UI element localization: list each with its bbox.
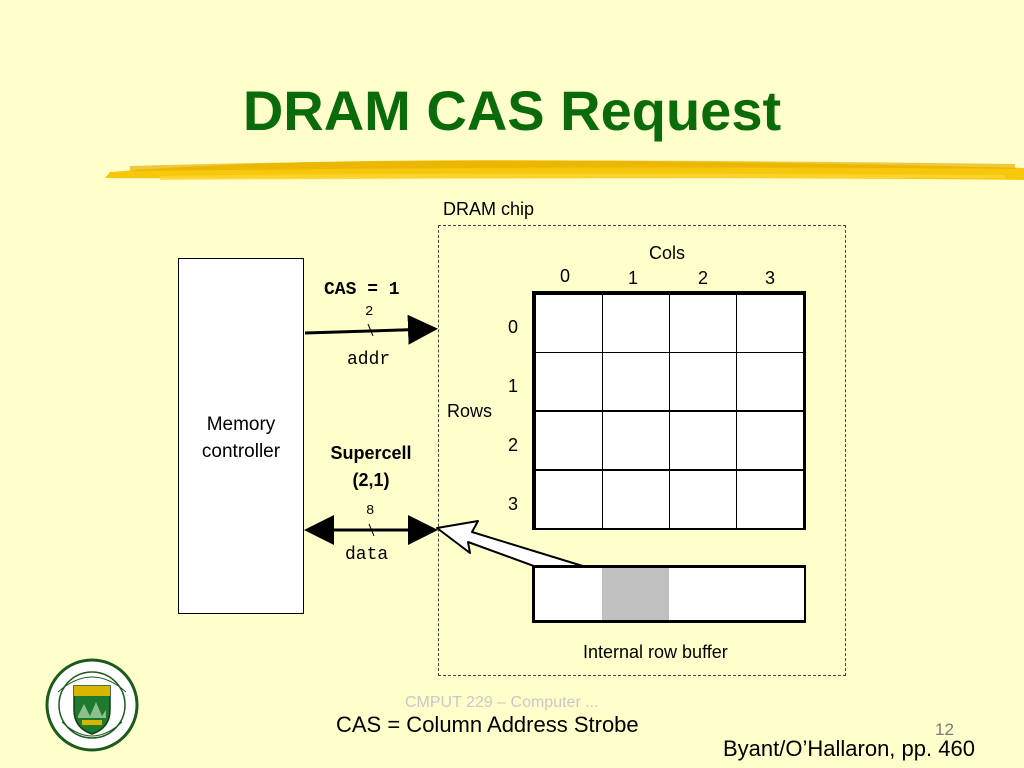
dram-chip-boundary (438, 225, 846, 676)
col-index-0: 0 (560, 266, 571, 286)
row-index-1: 1 (508, 376, 519, 396)
memory-controller-line-2: controller (201, 441, 281, 462)
slide-title: DRAM CAS Request (242, 79, 782, 142)
col-index-3: 3 (765, 268, 776, 288)
supercell-3-1 (602, 470, 670, 529)
addr-bus-slash (367, 323, 374, 337)
row-buffer-cell-0 (535, 568, 603, 620)
data-bus-width: 8 (366, 503, 375, 519)
internal-row-buffer (532, 565, 806, 623)
supercell-label: Supercell (2,1) (316, 440, 426, 494)
supercell-1-0 (535, 352, 603, 411)
memory-controller-box: Memory controller (178, 258, 304, 614)
supercell-2-3 (736, 411, 804, 470)
supercell-3-2 (669, 470, 737, 529)
supercell-2-1 (602, 411, 670, 470)
supercell-1-1 (602, 352, 670, 411)
row-index-3: 3 (508, 494, 519, 514)
rows-label: Rows (447, 401, 493, 421)
supercell-label-line-2: (2,1) (352, 470, 390, 490)
col-index-2: 2 (698, 268, 709, 288)
cas-signal-label: CAS = 1 (324, 280, 400, 300)
row-buffer-cell-3 (736, 568, 804, 620)
supercell-0-3 (736, 294, 804, 353)
citation: Byant/O’Hallaron, pp. 460 (723, 736, 975, 761)
data-bus-slash (368, 523, 375, 537)
dram-cell-array (532, 291, 806, 530)
supercell-0-0 (535, 294, 603, 353)
supercell-1-3 (736, 352, 804, 411)
page-number: 12 (935, 720, 954, 739)
row-index-0: 0 (508, 317, 519, 337)
row-buffer-cell-1 (602, 568, 670, 620)
cols-label: Cols (649, 243, 686, 263)
addr-bus-arrow (304, 314, 438, 345)
supercell-0-1 (602, 294, 670, 353)
row-buffer-cell-2 (669, 568, 737, 620)
addr-bus-width: 2 (365, 304, 374, 320)
supercell-3-0 (535, 470, 603, 529)
row-index-2: 2 (508, 435, 519, 455)
supercell-0-2 (669, 294, 737, 353)
title-underline-brush (105, 160, 1024, 180)
supercell-1-2 (669, 352, 737, 411)
supercell-3-3 (736, 470, 804, 529)
row-buffer-label: Internal row buffer (583, 642, 728, 662)
supercell-2-2 (669, 411, 737, 470)
col-index-1: 1 (628, 268, 639, 288)
supercell-label-line-1: Supercell (330, 443, 412, 463)
supercell-2-0 (535, 411, 603, 470)
course-footer: CMPUT 229 – Computer ... (405, 694, 599, 711)
dram-chip-label: DRAM chip (443, 199, 535, 219)
memory-controller-line-1: Memory (206, 414, 276, 435)
memory-controller-label: Memory controller (179, 411, 303, 465)
addr-label: addr (347, 350, 391, 370)
data-label: data (345, 545, 389, 565)
university-of-alberta-crest-icon (45, 658, 139, 752)
footnote: CAS = Column Address Strobe (336, 712, 639, 737)
